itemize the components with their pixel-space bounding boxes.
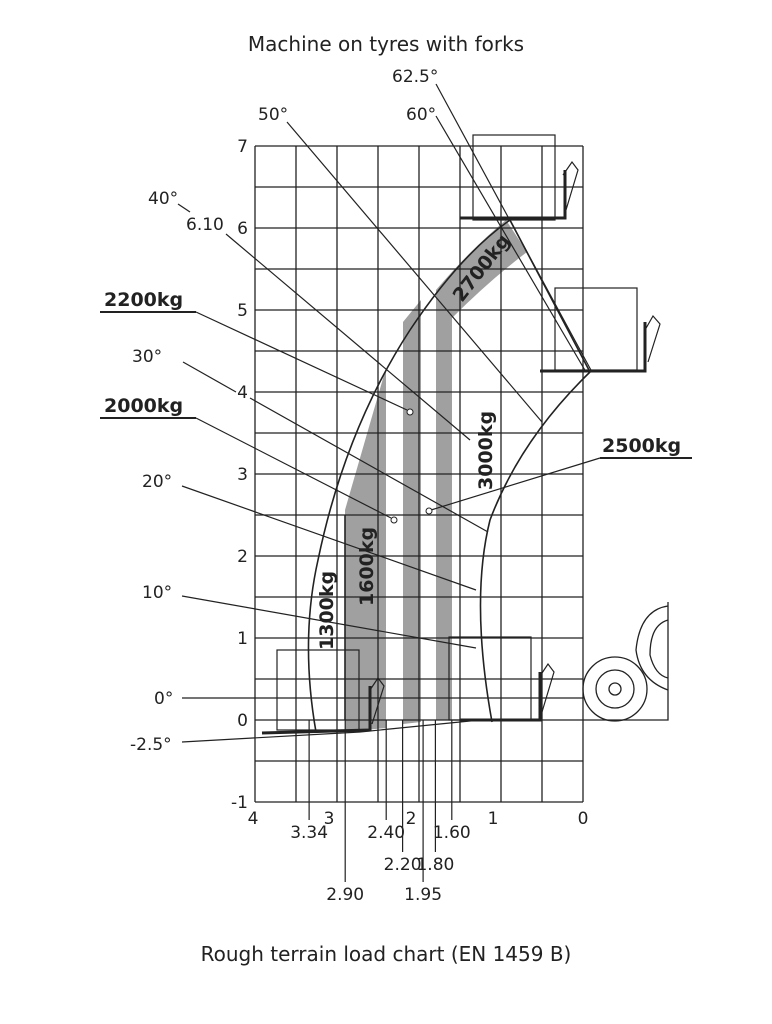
load-2200: 2200kg [104,289,183,311]
load-labels: 2200kg 2000kg 2500kg 2700kg 3000kg 1600k… [104,230,681,650]
y-tick-label: 5 [237,301,248,321]
y-axis-labels: -1 0 1 2 3 4 5 6 7 [231,137,248,813]
load-3000: 3000kg [475,411,497,490]
x-tick-label: 4 [248,809,259,829]
x-axis-labels: 4 3 2 1 0 [248,809,589,829]
load-bands [345,220,527,732]
load-1600: 1600kg [356,527,378,606]
angle-62-5: 62.5° [392,67,438,87]
reach-label: 2.90 [326,885,364,905]
band-2200 [403,300,421,724]
y-tick-label: 3 [237,465,248,485]
angle-labels: 62.5° 60° 50° 40° 6.10 30° 20° 10° 0° -2… [130,67,438,755]
band-1600 [345,368,386,732]
angle-30: 30° [132,347,162,367]
reach-label: 1.60 [433,823,471,843]
band-1800 [436,276,452,720]
reach-label: 1.80 [416,855,454,875]
wheel-icon [582,656,648,722]
height-6-10: 6.10 [186,215,224,235]
y-tick-label: 6 [237,219,248,239]
y-tick-label: 1 [237,629,248,649]
angle-20: 20° [142,472,172,492]
reach-labels: 3.34 2.90 2.40 2.20 1.95 1.80 1.60 [290,720,471,905]
x-tick-label: 3 [324,809,335,829]
y-tick-label: 7 [237,137,248,157]
x-tick-label: 1 [488,809,499,829]
angle-40: 40° [148,189,178,209]
load-1300: 1300kg [316,571,338,650]
point-2200 [406,408,414,416]
y-tick-label: -1 [231,793,248,813]
envelope [307,218,591,733]
y-tick-label: 0 [237,711,248,731]
grid [254,145,584,803]
reach-label: 3.34 [290,823,328,843]
machine-outline [582,602,669,722]
point-2500 [425,507,433,515]
point-2000 [390,516,398,524]
angle-60: 60° [406,105,436,125]
x-tick-label: 2 [406,809,417,829]
angle-minus-2-5: -2.5° [130,735,172,755]
y-tick-label: 2 [237,547,248,567]
reach-label: 2.20 [384,855,422,875]
angle-50: 50° [258,105,288,125]
chart-caption: Rough terrain load chart (EN 1459 B) [200,942,572,966]
angle-0: 0° [154,689,173,709]
reach-label: 2.40 [367,823,405,843]
y-tick-label: 4 [237,383,248,403]
load-2000: 2000kg [104,395,183,417]
chart-title: Machine on tyres with forks [247,32,525,56]
load-2500: 2500kg [602,435,681,457]
reach-label: 1.95 [404,885,442,905]
angle-10: 10° [142,583,172,603]
forks [261,134,661,735]
x-tick-label: 0 [578,809,589,829]
leader-lines [100,83,692,743]
